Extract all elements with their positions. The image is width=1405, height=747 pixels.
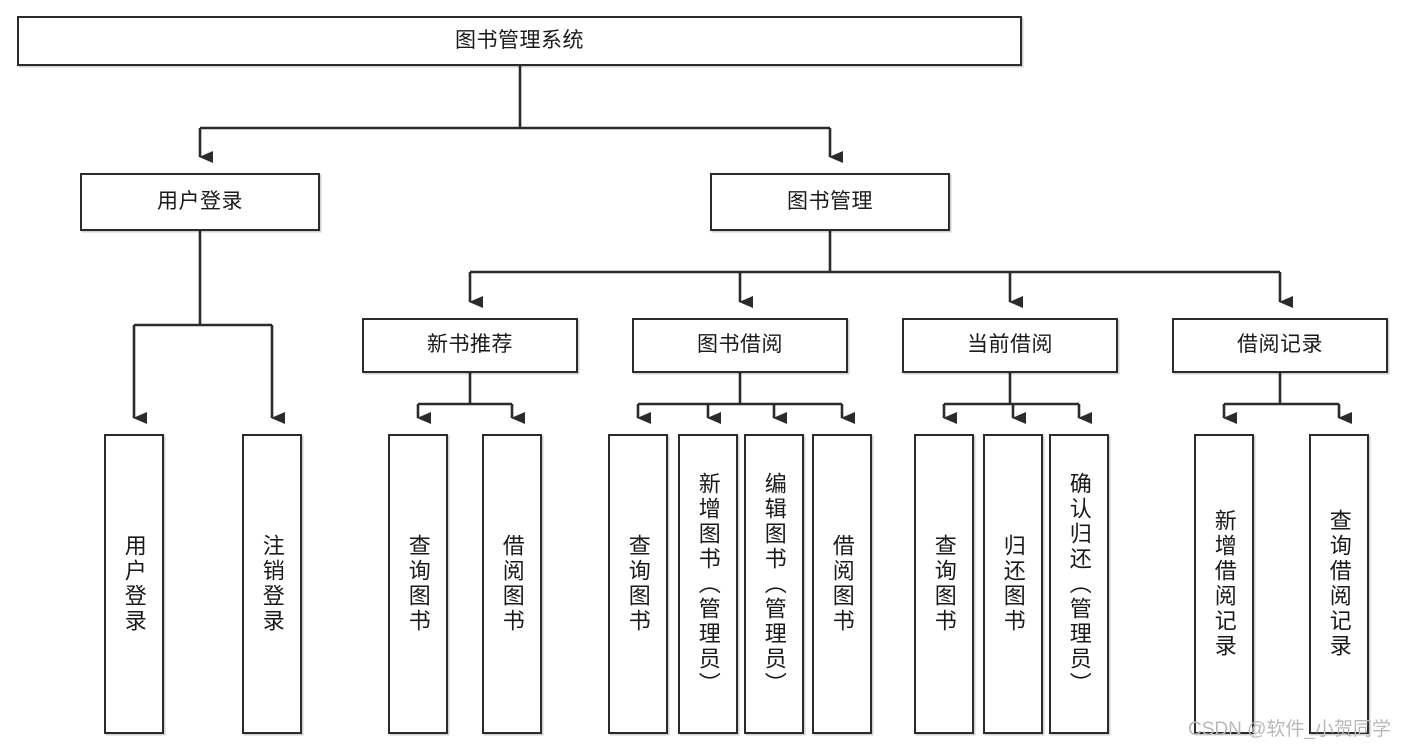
node-leaf-borrow-book-2-label: 借阅图书 — [829, 534, 855, 634]
node-current-borrow-label: 当前借阅 — [967, 333, 1053, 357]
node-book-borrow[interactable]: 图书借阅 — [632, 318, 848, 373]
node-user-login-label: 用户登录 — [157, 189, 243, 213]
node-user-login[interactable]: 用户登录 — [80, 173, 320, 231]
node-leaf-add-book[interactable]: 新增图书（管理员） — [678, 434, 738, 734]
node-leaf-logout[interactable]: 注销登录 — [242, 434, 302, 734]
node-leaf-logout-label: 注销登录 — [259, 534, 285, 634]
node-root[interactable]: 图书管理系统 — [17, 16, 1022, 66]
node-leaf-query-book-3-label: 查询图书 — [931, 534, 957, 634]
node-leaf-add-book-label: 新增图书（管理员） — [695, 471, 721, 697]
node-leaf-borrow-book-2[interactable]: 借阅图书 — [812, 434, 872, 734]
node-borrow-record-label: 借阅记录 — [1237, 333, 1323, 357]
node-leaf-query-book-2-label: 查询图书 — [625, 534, 651, 634]
node-book-borrow-label: 图书借阅 — [697, 333, 783, 357]
watermark-text: CSDN @软件_小贺同学 — [1188, 719, 1391, 740]
node-new-book-recommend-label: 新书推荐 — [427, 333, 513, 357]
node-leaf-return-book[interactable]: 归还图书 — [983, 434, 1043, 734]
node-leaf-borrow-book-1-label: 借阅图书 — [499, 534, 525, 634]
node-leaf-edit-book[interactable]: 编辑图书（管理员） — [744, 434, 804, 734]
node-leaf-query-record[interactable]: 查询借阅记录 — [1309, 434, 1369, 734]
node-leaf-query-book-1[interactable]: 查询图书 — [388, 434, 448, 734]
node-book-manage[interactable]: 图书管理 — [710, 173, 950, 231]
node-root-label: 图书管理系统 — [455, 28, 584, 52]
node-leaf-query-book-1-label: 查询图书 — [405, 534, 431, 634]
node-leaf-query-record-label: 查询借阅记录 — [1326, 509, 1352, 659]
node-leaf-add-record-label: 新增借阅记录 — [1211, 509, 1237, 659]
node-leaf-confirm-return-label: 确认归还（管理员） — [1066, 471, 1092, 697]
node-leaf-query-book-3[interactable]: 查询图书 — [914, 434, 974, 734]
node-leaf-query-book-2[interactable]: 查询图书 — [608, 434, 668, 734]
node-leaf-add-record[interactable]: 新增借阅记录 — [1194, 434, 1254, 734]
node-book-manage-label: 图书管理 — [787, 189, 873, 213]
node-leaf-borrow-book-1[interactable]: 借阅图书 — [482, 434, 542, 734]
node-borrow-record[interactable]: 借阅记录 — [1172, 318, 1388, 373]
node-leaf-edit-book-label: 编辑图书（管理员） — [761, 471, 787, 697]
node-leaf-user-login[interactable]: 用户登录 — [104, 434, 164, 734]
node-leaf-user-login-label: 用户登录 — [121, 534, 147, 634]
node-leaf-confirm-return[interactable]: 确认归还（管理员） — [1049, 434, 1109, 734]
node-leaf-return-book-label: 归还图书 — [1000, 534, 1026, 634]
node-new-book-recommend[interactable]: 新书推荐 — [362, 318, 578, 373]
node-current-borrow[interactable]: 当前借阅 — [902, 318, 1118, 373]
